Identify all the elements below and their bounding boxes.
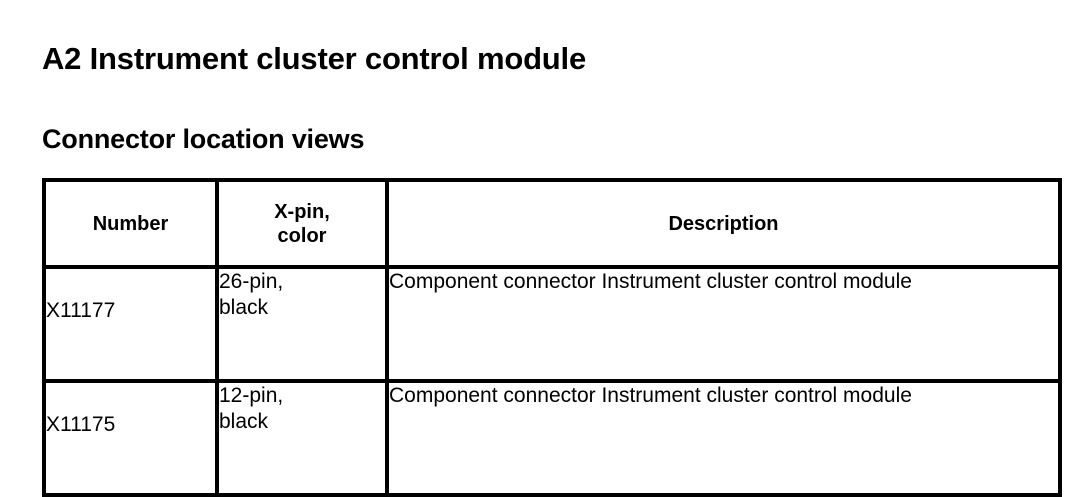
- column-header-xpin-color: X-pin, color: [215, 178, 389, 269]
- table-header: Number X-pin, color Description: [42, 178, 1062, 269]
- cell-xpin-line2: black: [219, 410, 269, 433]
- cell-xpin-line1: 26-pin,: [219, 270, 284, 293]
- cell-number: X11177: [42, 265, 219, 383]
- cell-xpin-line2: black: [219, 296, 269, 319]
- table-body: X11177 26-pin, black Component connector…: [42, 265, 1062, 497]
- cell-description: Component connector Instrument cluster c…: [385, 265, 1062, 383]
- cell-xpin-line1: 12-pin,: [219, 384, 284, 407]
- table-header-row: Number X-pin, color Description: [42, 178, 1062, 269]
- document-page: A2 Instrument cluster control module Con…: [42, 40, 1062, 497]
- table-row: X11177 26-pin, black Component connector…: [42, 265, 1062, 383]
- cell-description: Component connector Instrument cluster c…: [385, 379, 1062, 497]
- cell-number: X11175: [42, 379, 219, 497]
- page-subtitle: Connector location views: [42, 124, 365, 155]
- table-row: X11175 12-pin, black Component connector…: [42, 379, 1062, 497]
- connector-table: Number X-pin, color Description X11177 2…: [42, 178, 1062, 497]
- column-header-number: Number: [42, 178, 219, 269]
- column-header-xpin-line1: X-pin,: [274, 200, 330, 223]
- column-header-description: Description: [385, 178, 1062, 269]
- cell-xpin-color: 12-pin, black: [215, 379, 389, 497]
- cell-xpin-color: 26-pin, black: [215, 265, 389, 383]
- column-header-xpin-line2: color: [277, 224, 327, 247]
- page-title: A2 Instrument cluster control module: [42, 40, 586, 76]
